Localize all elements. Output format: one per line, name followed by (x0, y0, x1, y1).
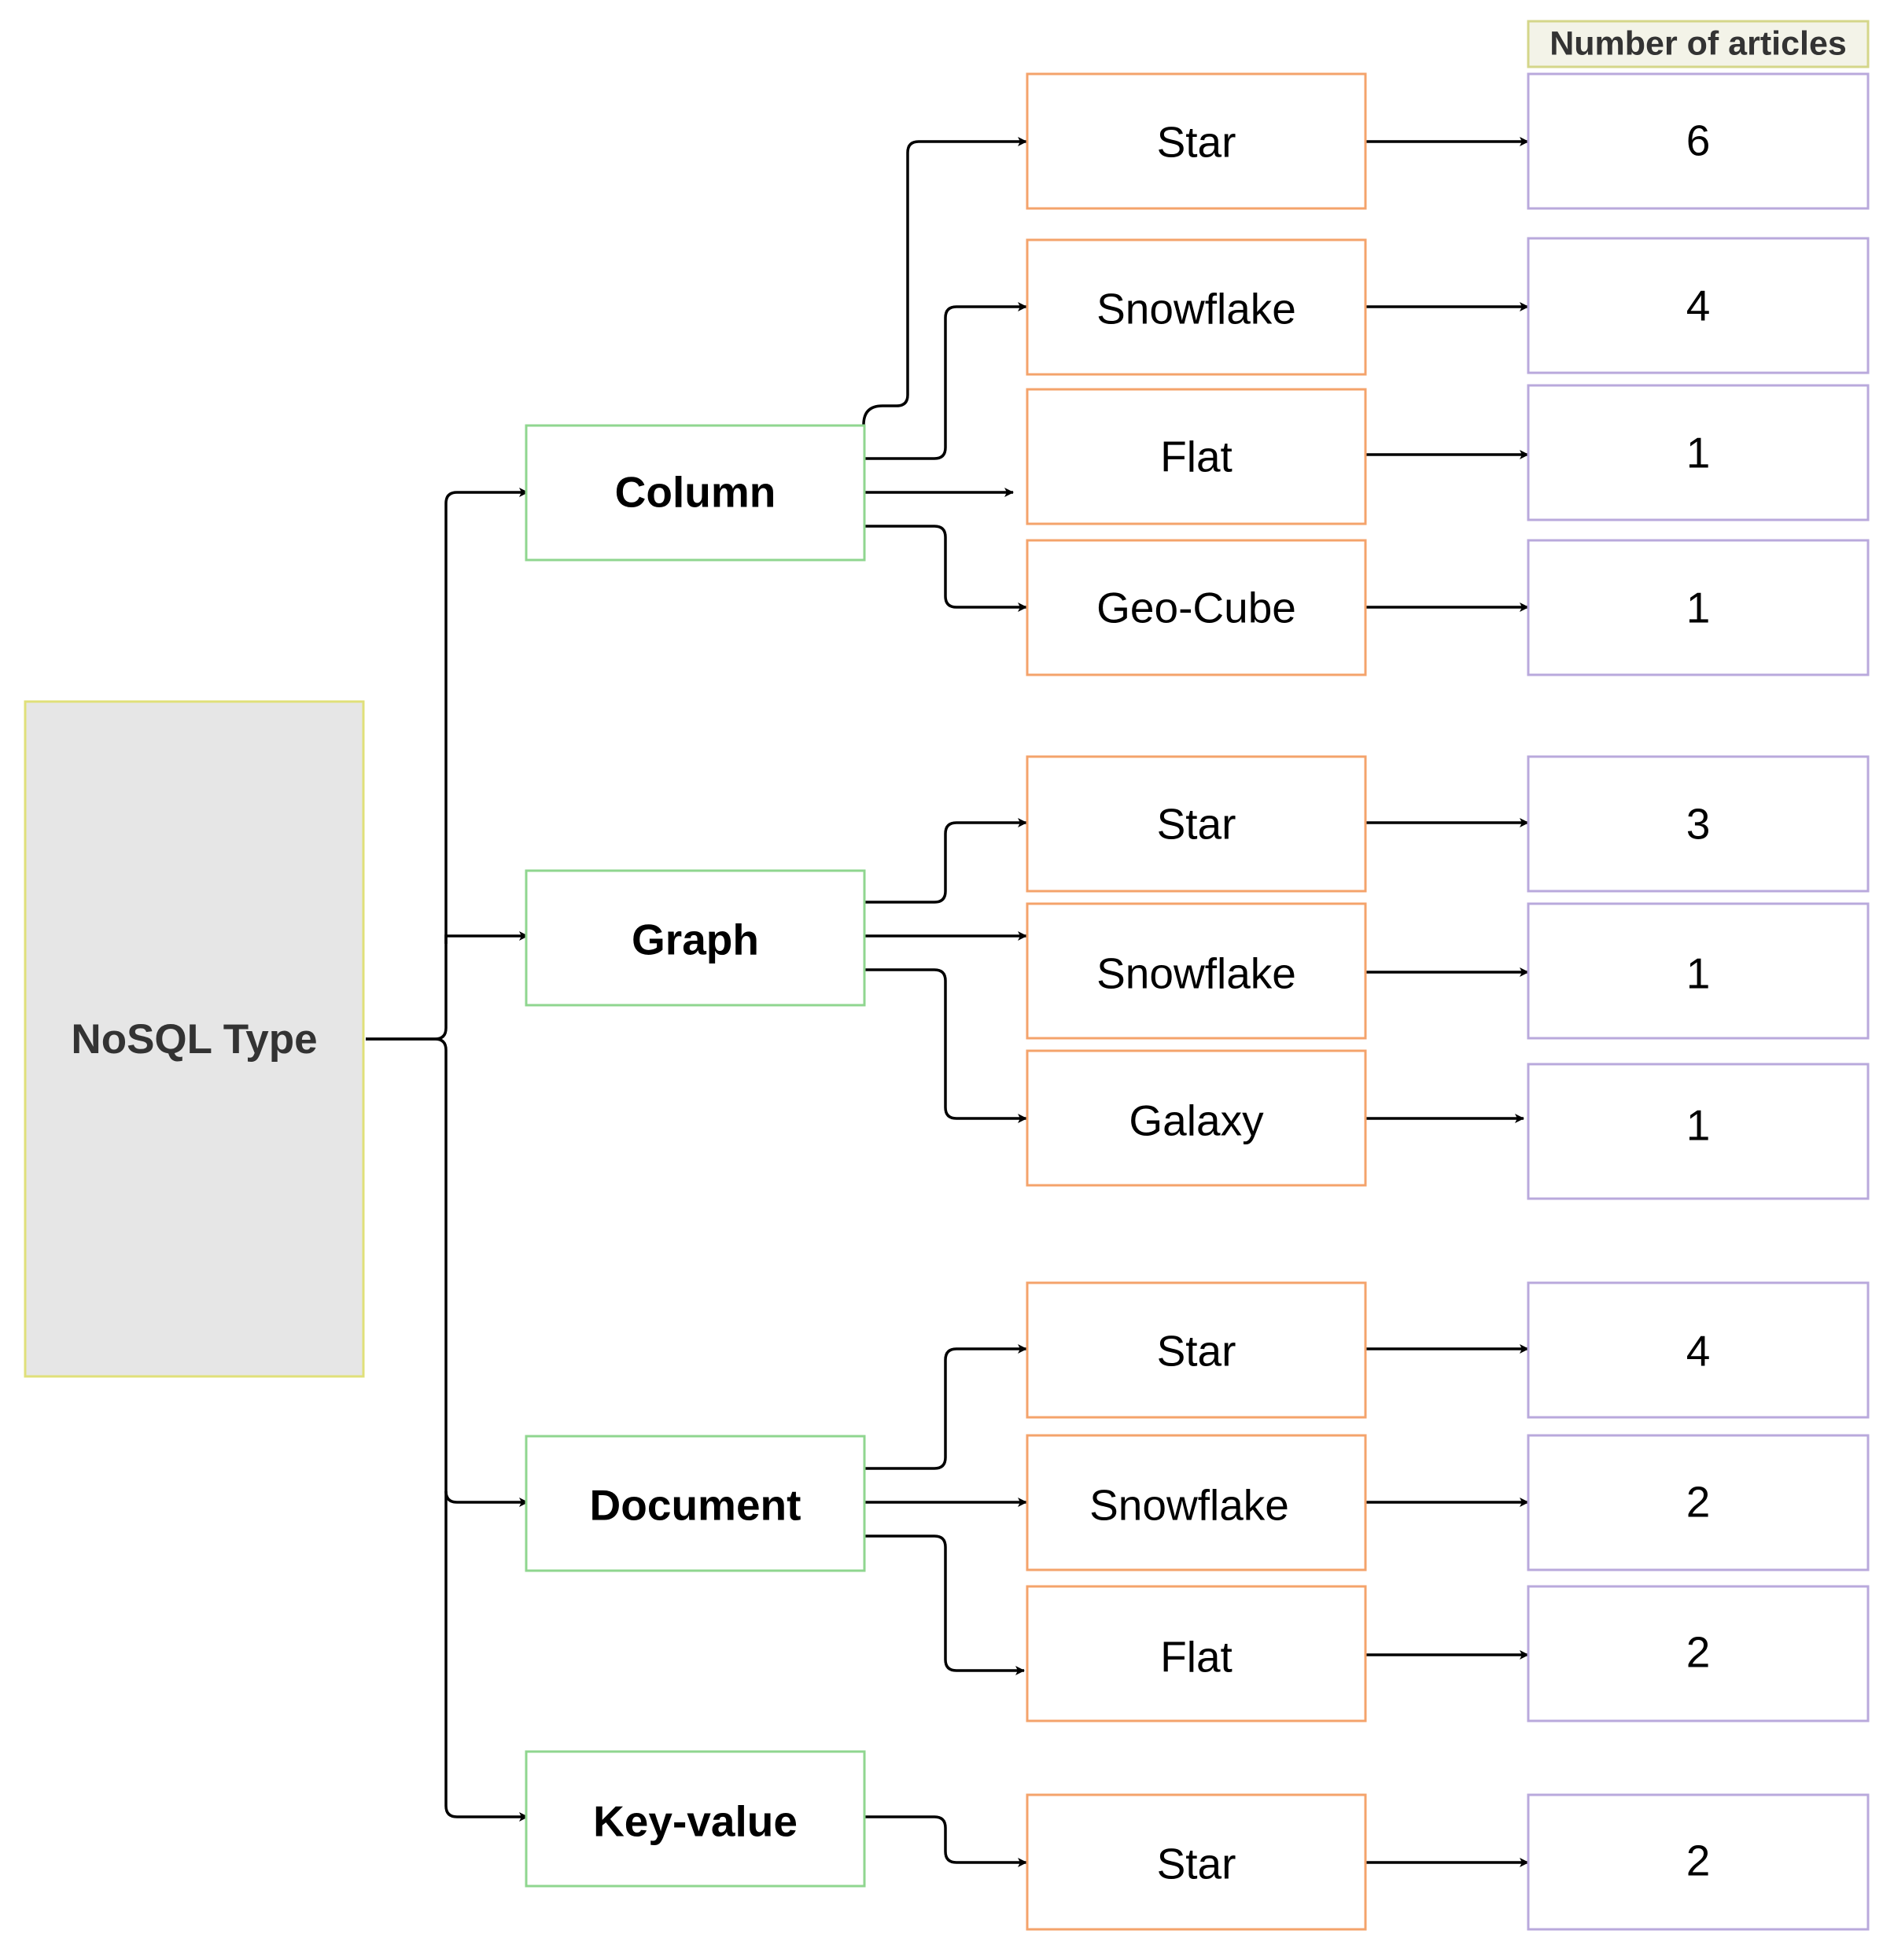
count-node: 2 (1527, 1434, 1870, 1571)
edge-graph-to-star (864, 818, 1027, 904)
articles-header-label: Number of articles (1549, 24, 1847, 62)
edge-column-to-snowflake (864, 302, 1027, 460)
type-node-document: Document (525, 1435, 866, 1572)
schema-node-graph-snowflake: Snowflake (1026, 902, 1367, 1040)
type-node-graph: Graph (525, 869, 866, 1007)
count-nodes: 6 4 1 1 3 1 1 4 (1527, 72, 1870, 1931)
type-node-label: Column (615, 468, 776, 517)
schema-node-label: Flat (1160, 1633, 1233, 1682)
schema-node-label: Star (1157, 800, 1236, 849)
type-node-column: Column (525, 424, 866, 562)
count-node: 4 (1527, 237, 1870, 374)
count-node: 3 (1527, 755, 1870, 893)
edge-root-to-keyvalue (444, 1491, 529, 1822)
type-nodes: Column Graph Document Key-value (525, 424, 866, 1888)
schema-node-document-flat: Flat (1026, 1585, 1367, 1722)
edge-root-to-column (366, 488, 529, 1041)
schema-node-label: Snowflake (1096, 285, 1296, 333)
count-value: 2 (1686, 1478, 1711, 1527)
count-node: 1 (1527, 902, 1870, 1040)
connector-edges (366, 137, 1529, 1867)
schema-node-label: Star (1157, 1327, 1236, 1376)
count-value: 1 (1686, 949, 1711, 998)
schema-node-column-geo-cube: Geo-Cube (1026, 539, 1367, 676)
schema-node-document-snowflake: Snowflake (1026, 1434, 1367, 1571)
count-value: 1 (1686, 584, 1711, 632)
schema-node-column-flat: Flat (1026, 388, 1367, 525)
edge-graph-to-galaxy (864, 968, 1027, 1123)
count-value: 1 (1686, 429, 1711, 477)
edge-keyvalue-to-star (864, 1815, 1027, 1867)
count-value: 2 (1686, 1837, 1711, 1885)
edge-document-to-star (864, 1344, 1027, 1470)
count-value: 4 (1686, 282, 1711, 330)
schema-node-label: Galaxy (1129, 1096, 1264, 1145)
schema-node-graph-star: Star (1026, 755, 1367, 893)
schema-node-label: Geo-Cube (1096, 584, 1296, 632)
count-value: 3 (1686, 800, 1711, 849)
type-node-label: Document (590, 1481, 801, 1530)
schema-node-graph-galaxy: Galaxy (1026, 1049, 1367, 1187)
schema-node-label: Snowflake (1089, 1481, 1289, 1530)
schema-nodes: Star Snowflake Flat Geo-Cube Star Snowfl… (1026, 72, 1367, 1931)
count-node: 6 (1527, 72, 1870, 210)
root-node: NoSQL Type (24, 700, 365, 1378)
schema-node-label: Star (1157, 118, 1236, 167)
count-value: 2 (1686, 1628, 1711, 1677)
count-value: 4 (1686, 1327, 1711, 1376)
edge-root-to-document (366, 1037, 529, 1507)
schema-node-label: Flat (1160, 433, 1233, 481)
type-node-key-value: Key-value (525, 1750, 866, 1888)
schema-node-document-star: Star (1026, 1281, 1367, 1419)
edge-root-to-graph (444, 931, 529, 944)
count-value: 6 (1686, 116, 1711, 165)
edge-column-to-geocube (864, 525, 1027, 612)
count-node: 1 (1527, 384, 1870, 521)
articles-header: Number of articles (1527, 20, 1870, 68)
count-value: 1 (1686, 1101, 1711, 1150)
count-node: 1 (1527, 1063, 1870, 1200)
schema-node-label: Star (1157, 1840, 1236, 1888)
schema-node-column-star: Star (1026, 72, 1367, 210)
root-node-label: NoSQL Type (71, 1016, 317, 1063)
count-node: 4 (1527, 1281, 1870, 1419)
count-node: 2 (1527, 1585, 1870, 1722)
schema-node-key-value-star: Star (1026, 1793, 1367, 1931)
type-node-label: Graph (632, 916, 759, 964)
type-node-label: Key-value (593, 1797, 798, 1846)
schema-node-column-snowflake: Snowflake (1026, 238, 1367, 376)
edge-column-to-star (862, 137, 1027, 426)
schema-node-label: Snowflake (1096, 949, 1296, 998)
count-node: 1 (1527, 539, 1870, 676)
edge-document-to-flat (864, 1534, 1025, 1675)
count-node: 2 (1527, 1793, 1870, 1931)
